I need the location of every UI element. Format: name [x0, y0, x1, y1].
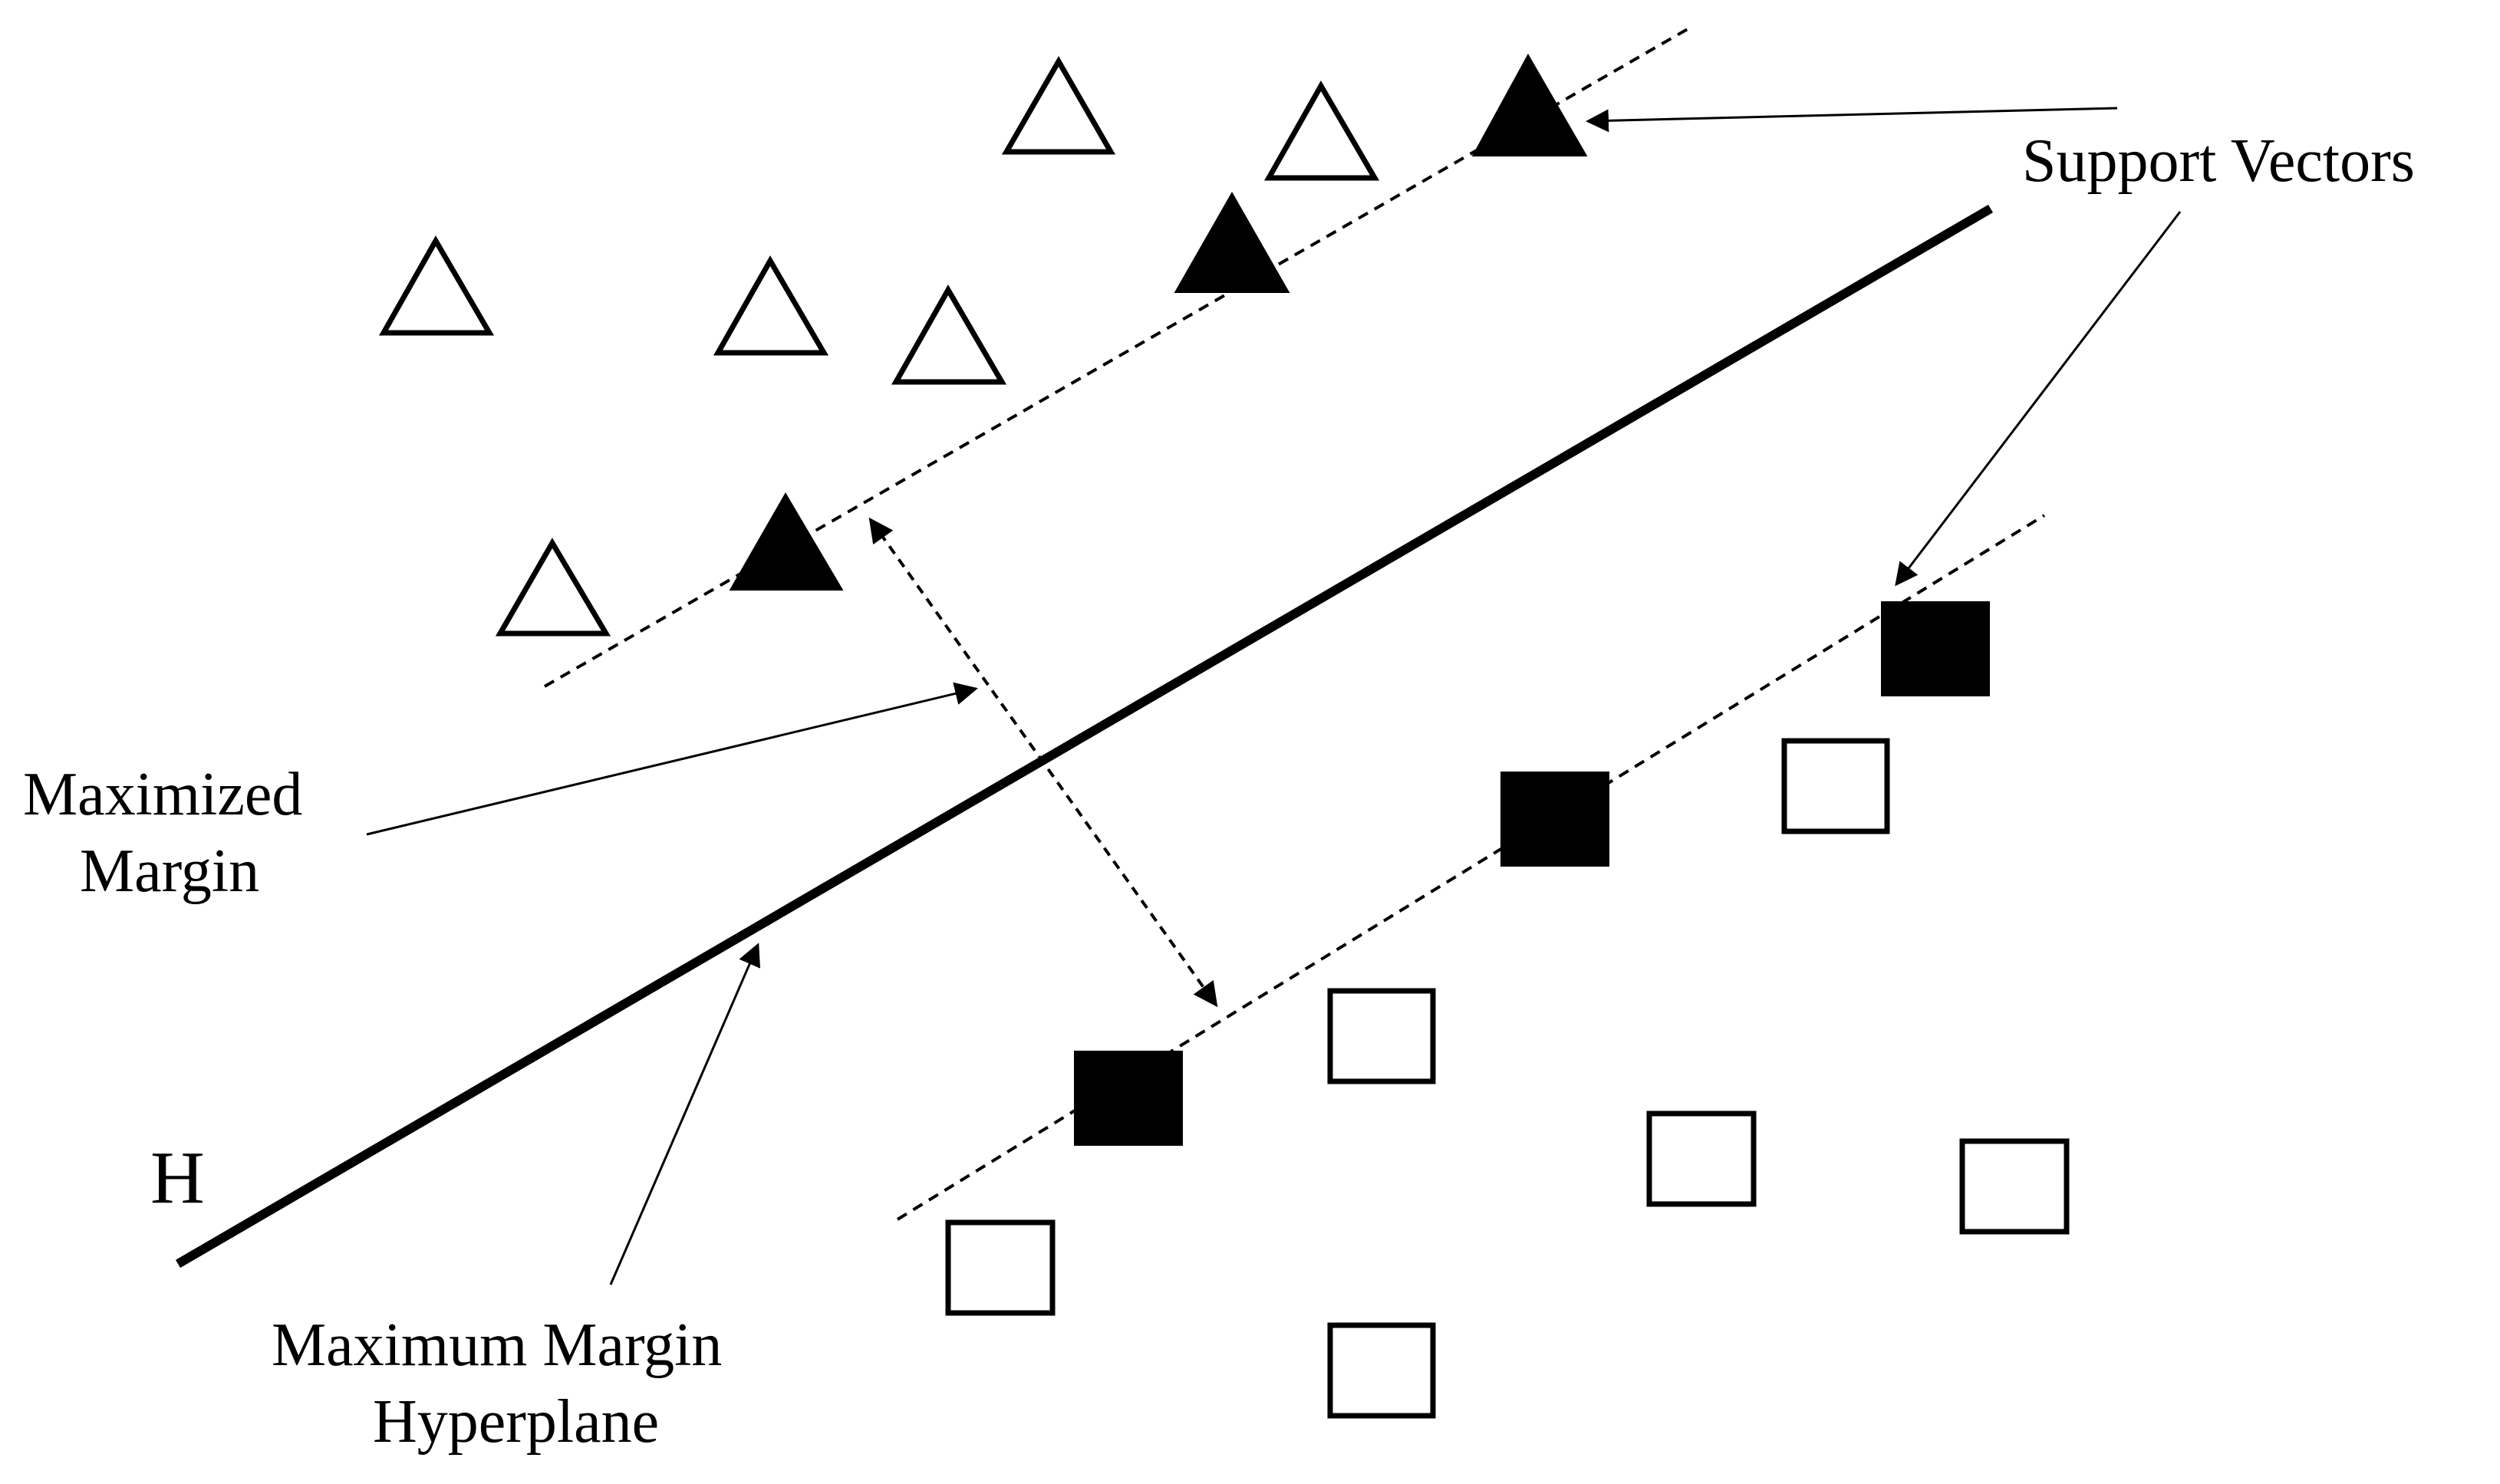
triangle-icon [1263, 80, 1380, 181]
triangle-icon [1174, 191, 1290, 293]
class-b-support-vectors [1074, 601, 1990, 1146]
lower-margin-line [896, 514, 2046, 1221]
square-icon [1327, 988, 1436, 1084]
triangle-icon [378, 235, 495, 336]
square-icon [1327, 1322, 1436, 1419]
maximized-margin-label-line1: Maximized [23, 761, 302, 828]
hyperplane-arrow [609, 943, 761, 1285]
square-icon [1781, 738, 1890, 834]
maximized-margin-arrow [366, 682, 978, 836]
hyperplane-name-label: H [150, 1137, 205, 1219]
square-icon [1646, 1111, 1757, 1207]
triangle-icon [495, 538, 611, 637]
hyperplane-label-line2: Hyperplane [373, 1388, 659, 1456]
class-b-points [945, 738, 2070, 1419]
support-vectors-label: Support Vectors [2022, 127, 2415, 195]
triangle-icon [729, 492, 844, 591]
class-a-points [378, 55, 1380, 637]
square-icon [1500, 772, 1609, 867]
square-icon [945, 1219, 1056, 1316]
margin-width-arrow [868, 517, 1218, 1008]
hyperplane-label-line1: Maximum Margin [272, 1311, 722, 1379]
maximized-margin-label-line2: Margin [80, 837, 259, 905]
triangle-icon [713, 255, 829, 356]
square-icon [1959, 1138, 2070, 1235]
support-vectors-arrow-top [1586, 107, 2118, 133]
class-a-support-vectors [729, 53, 1588, 591]
triangle-icon [891, 284, 1007, 385]
square-icon [1074, 1051, 1183, 1146]
triangle-icon [1471, 53, 1588, 156]
support-vectors-arrow-bottom [1895, 211, 2182, 587]
triangle-icon [1001, 55, 1116, 155]
square-icon [1881, 601, 1990, 696]
